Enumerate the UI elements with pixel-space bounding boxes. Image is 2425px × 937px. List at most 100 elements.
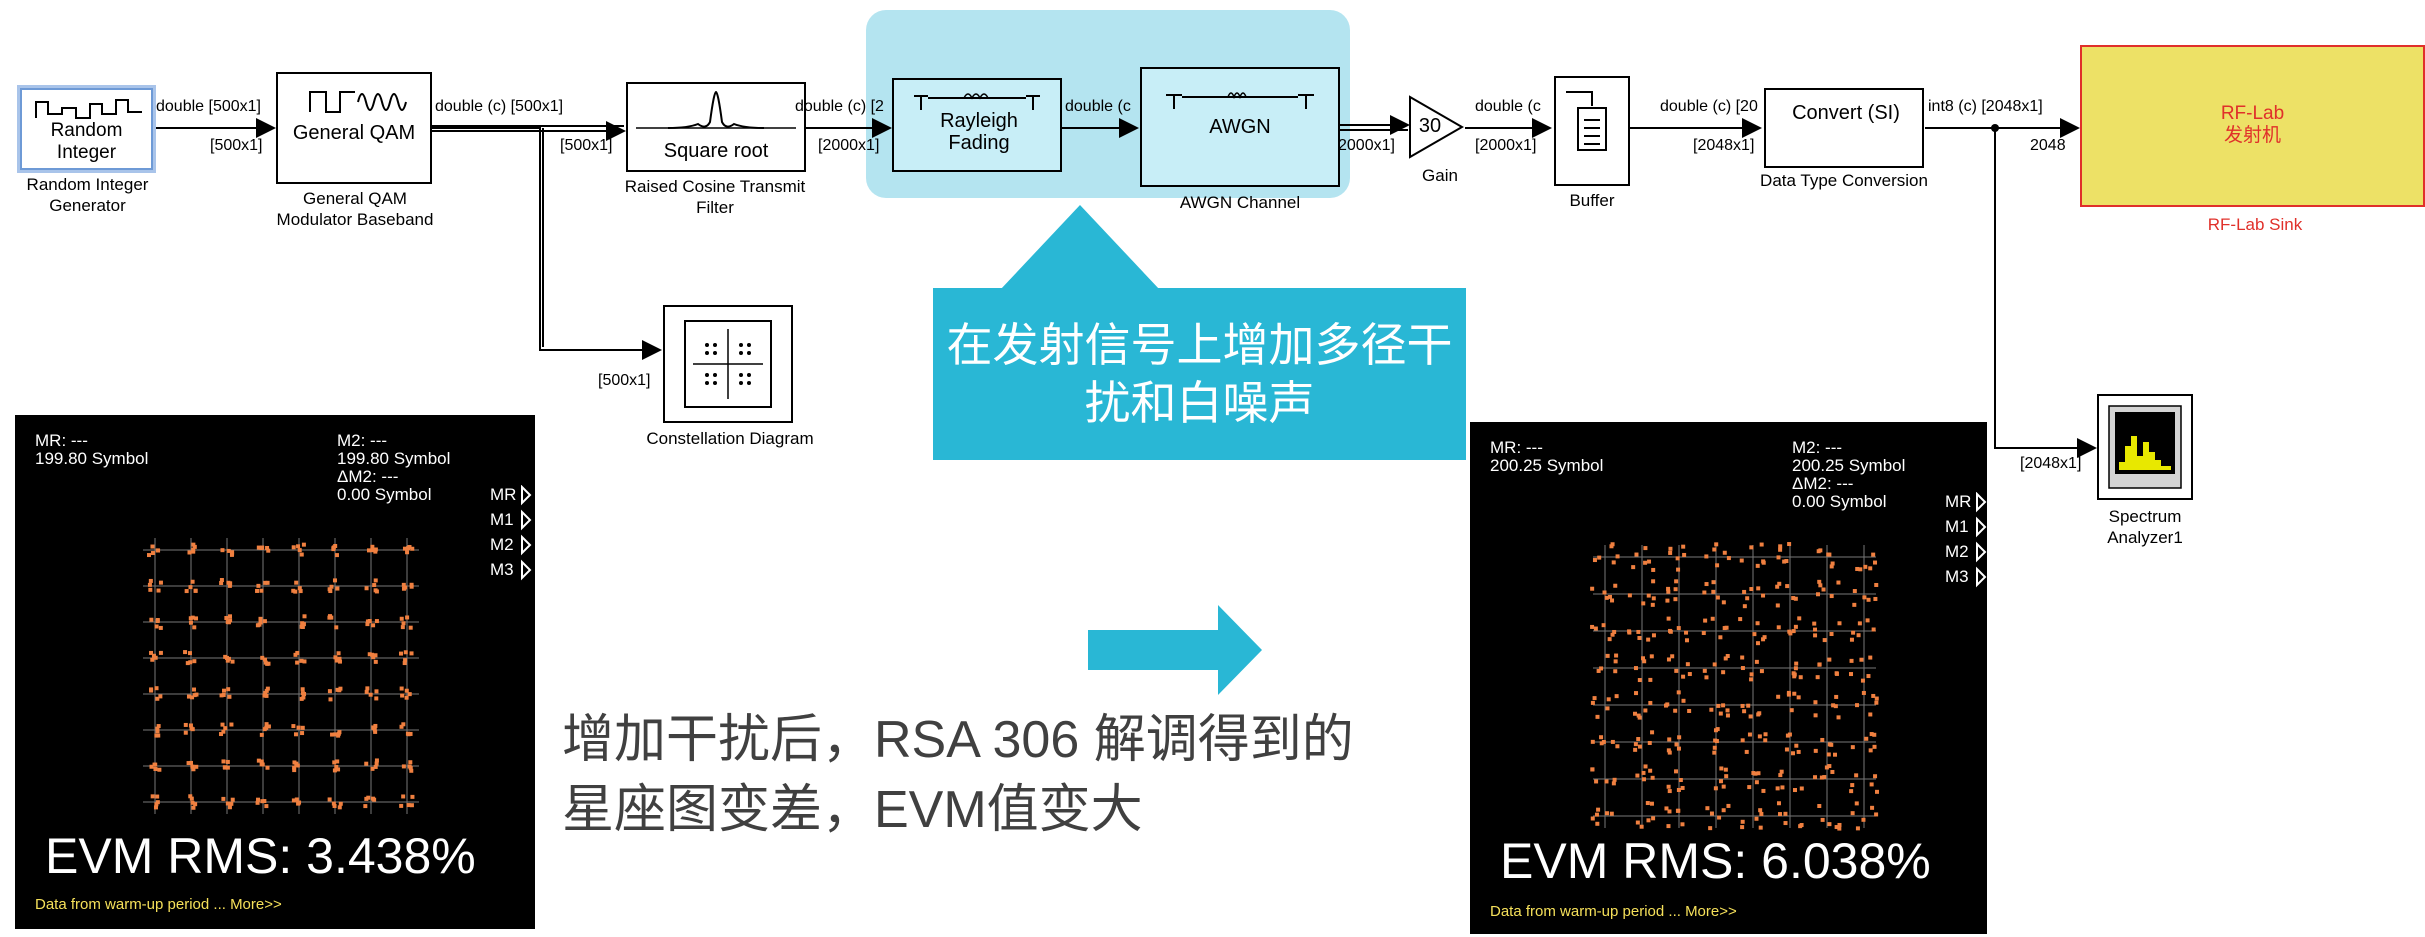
constellation-point <box>299 658 304 663</box>
constellation-point <box>183 650 188 655</box>
data-type-conversion-block[interactable]: Convert (SI) <box>1764 88 1924 168</box>
qam-block[interactable]: General QAM <box>276 72 432 184</box>
constellation-diagram-block[interactable] <box>663 305 793 423</box>
constellation-point <box>1742 589 1747 594</box>
rf-lab-caption: RF-Lab Sink <box>2207 215 2303 234</box>
constellation-point <box>1788 631 1793 636</box>
raised-cosine-block[interactable]: Square root <box>626 82 806 172</box>
constellation-point <box>153 805 158 810</box>
constellation-point <box>1779 769 1784 774</box>
constellation-point <box>1594 779 1599 784</box>
constellation-point <box>1643 708 1648 713</box>
constellation-point <box>1793 666 1798 671</box>
marker-mr[interactable]: MR <box>490 485 517 504</box>
constellation-point <box>1762 635 1767 640</box>
constellation-point <box>148 578 153 583</box>
constellation-point <box>188 616 193 621</box>
constellation-point <box>1793 596 1798 601</box>
constellation-point <box>371 623 376 628</box>
signal-label: [2048x1] <box>2020 455 2082 472</box>
constellation-point <box>295 660 300 665</box>
constellation-point <box>334 625 339 630</box>
constellation-point <box>188 723 193 728</box>
constellation-point <box>151 653 156 658</box>
mr-position: 200.25 Symbol <box>1490 456 1604 475</box>
constellation-point <box>409 768 414 773</box>
constellation-point <box>266 548 271 553</box>
constellation-point <box>221 759 226 764</box>
constellation-point <box>1819 775 1824 780</box>
constellation-point <box>192 544 197 549</box>
constellation-point <box>1667 737 1672 742</box>
constellation-point <box>219 578 224 583</box>
marker-mr[interactable]: MR <box>1945 492 1972 511</box>
constellation-point <box>256 758 261 763</box>
constellation-point <box>1681 544 1686 549</box>
constellation-point <box>410 546 415 551</box>
marker-m2[interactable]: M2 <box>1945 542 1969 561</box>
marker-m2[interactable]: M2 <box>490 535 514 554</box>
awgn-block[interactable]: AWGN <box>1140 67 1340 187</box>
constellation-point <box>404 688 409 693</box>
constellation-point <box>1648 677 1653 682</box>
constellation-point <box>1674 579 1679 584</box>
constellation-point <box>327 689 332 694</box>
marker-m3[interactable]: M3 <box>1945 567 1969 586</box>
constellation-point <box>1869 732 1874 737</box>
constellation-point <box>368 692 373 697</box>
constellation-point <box>1614 653 1619 658</box>
constellation-point <box>1873 560 1878 565</box>
constellation-point <box>1754 659 1759 664</box>
constellation-point <box>1822 775 1827 780</box>
dm2-position: 0.00 Symbol <box>1792 492 1887 511</box>
constellation-point <box>1723 767 1728 772</box>
constellation-point <box>367 618 372 623</box>
constellation-point <box>1792 691 1797 696</box>
constellation-point <box>1759 542 1764 547</box>
rayleigh-block[interactable]: Rayleigh Fading <box>892 78 1062 172</box>
constellation-point <box>1791 596 1796 601</box>
constellation-point <box>364 689 369 694</box>
marker-m3[interactable]: M3 <box>490 560 514 579</box>
constellation-point <box>1719 766 1724 771</box>
constellation-point <box>1681 674 1686 679</box>
constellation-point <box>266 724 271 729</box>
constellation-point <box>183 722 188 727</box>
random-integer-block[interactable]: Random Integer <box>20 88 153 170</box>
constellation-point <box>260 655 265 660</box>
marker-m1[interactable]: M1 <box>1945 517 1969 536</box>
marker-m1[interactable]: M1 <box>490 510 514 529</box>
constellation-point <box>1749 672 1754 677</box>
constellation-point <box>1637 635 1642 640</box>
constellation-point <box>1712 662 1717 667</box>
constellation-point <box>297 548 302 553</box>
constellation-point <box>226 687 231 692</box>
constellation-point <box>1836 580 1841 585</box>
constellation-point <box>1861 690 1866 695</box>
warmup-notice[interactable]: Data from warm-up period ... More>> <box>1490 903 1737 920</box>
constellation-point <box>191 549 196 554</box>
constellation-point <box>1763 738 1768 743</box>
signal-label: double (c) [500x1] <box>435 98 564 115</box>
rf-lab-sink-block[interactable]: RF-Lab 发射机 <box>2080 45 2425 207</box>
constellation-point <box>331 547 336 552</box>
constellation-point <box>156 548 161 553</box>
constellation-point <box>401 794 406 799</box>
constellation-point <box>1650 602 1655 607</box>
warmup-notice[interactable]: Data from warm-up period ... More>> <box>35 896 282 913</box>
constellation-point <box>408 760 413 765</box>
buffer-block[interactable] <box>1554 76 1630 186</box>
caption-line2: 星座图变差，EVM值变大 <box>562 781 1143 839</box>
constellation-point <box>1648 768 1653 773</box>
constellation-point <box>228 618 233 623</box>
awgn-caption: AWGN Channel <box>1179 193 1301 212</box>
constellation-point <box>1738 617 1743 622</box>
spectrum-analyzer-block[interactable] <box>2097 394 2193 500</box>
constellation-point <box>1863 564 1868 569</box>
constellation-point <box>364 586 369 591</box>
constellation-point <box>1611 560 1616 565</box>
constellation-point <box>1852 602 1857 607</box>
constellation-point <box>1666 748 1671 753</box>
constellation-point <box>1776 694 1781 699</box>
constellation-point <box>264 804 269 809</box>
